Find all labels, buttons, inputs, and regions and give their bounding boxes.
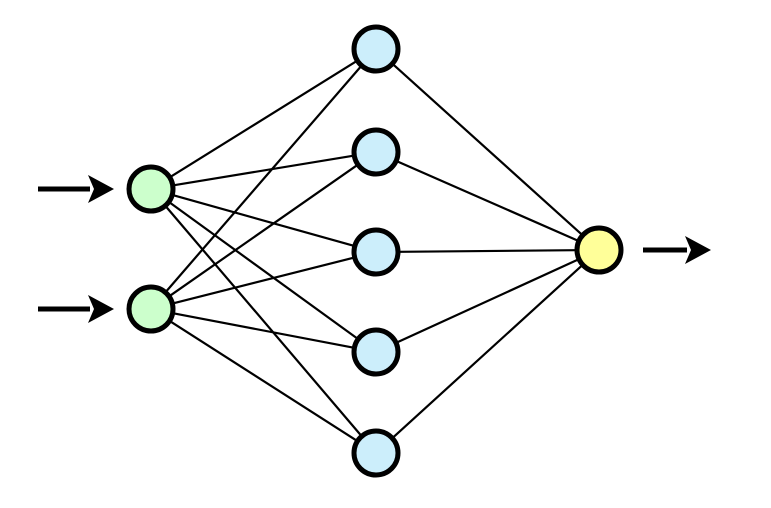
input-node-1[interactable] (126, 164, 176, 214)
edge-i1-h2 (173, 154, 354, 187)
edge-h3-o1 (398, 249, 577, 253)
edge-i2-h1 (165, 65, 362, 293)
input-node-2[interactable] (126, 284, 176, 334)
io-arrows-group (38, 175, 711, 323)
hidden-node-1[interactable] (351, 24, 401, 74)
edge-h2-o1 (396, 160, 579, 242)
edges-group (165, 60, 583, 442)
input-arrow-1 (38, 175, 114, 203)
hidden-node-3[interactable] (351, 227, 401, 277)
edge-i1-h1 (169, 60, 358, 178)
output-node-1[interactable] (574, 225, 624, 275)
output-arrow-1-head (685, 236, 711, 264)
edge-h1-o1 (392, 63, 583, 236)
edge-i2-h3 (172, 256, 355, 305)
hidden-node-2[interactable] (351, 127, 401, 177)
hidden-node-5[interactable] (351, 428, 401, 478)
edge-i1-h3 (172, 194, 355, 247)
input-arrow-1-head (88, 175, 114, 203)
edge-i2-h2 (169, 164, 358, 297)
edge-i1-h4 (168, 201, 359, 340)
input-arrow-2 (38, 295, 114, 323)
edge-h5-o1 (392, 264, 583, 439)
edge-h4-o1 (396, 258, 579, 344)
input-arrow-2-head (88, 295, 114, 323)
edge-i1-h5 (165, 205, 362, 437)
output-arrow-1 (643, 236, 711, 264)
edge-i2-h4 (172, 312, 355, 349)
edge-i2-h5 (169, 320, 358, 442)
nodes-group (126, 24, 624, 478)
hidden-node-4[interactable] (351, 327, 401, 377)
